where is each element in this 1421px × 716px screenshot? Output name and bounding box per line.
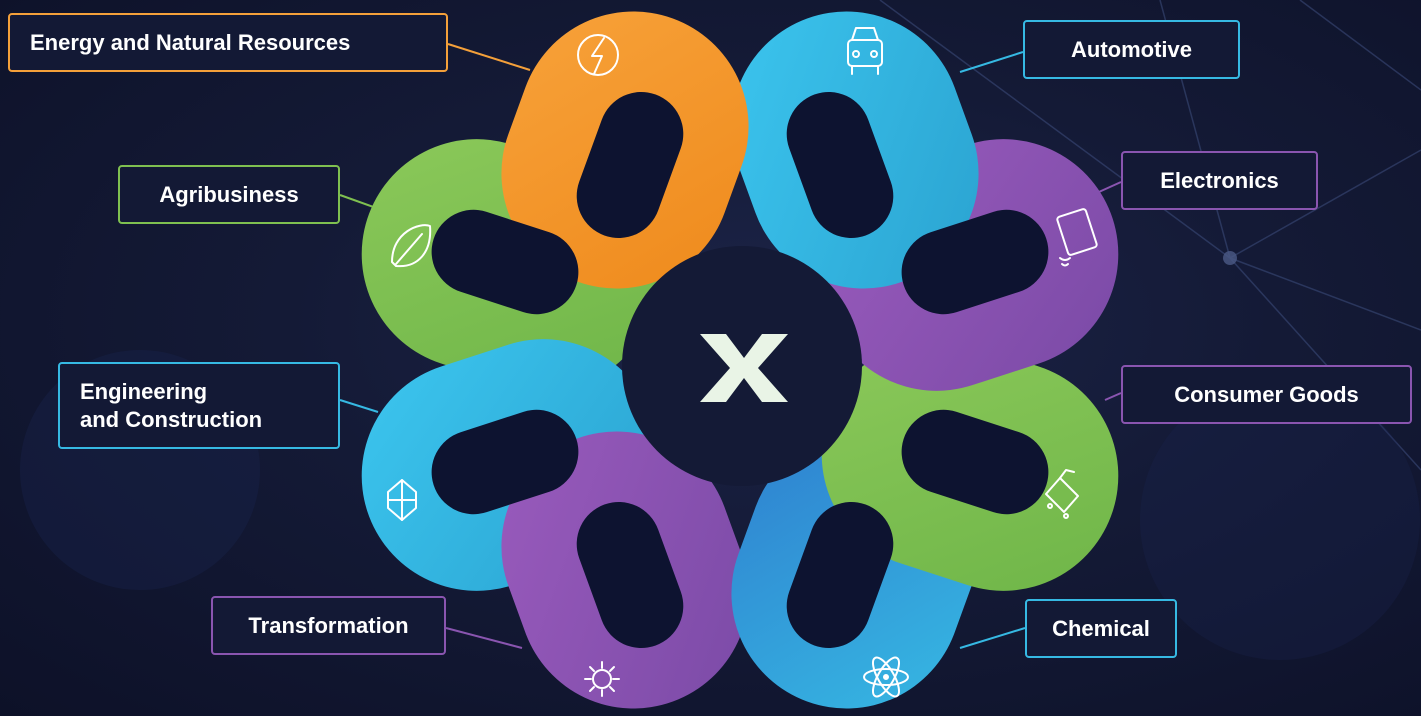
label-chemical-text: Chemical	[1052, 615, 1150, 641]
label-energy-natural-resources: Energy and Natural Resources	[8, 13, 448, 72]
cart-icon	[1045, 469, 1079, 519]
leaf-icon	[391, 224, 432, 268]
atom-icon	[863, 656, 909, 698]
label-agribusiness: Agribusiness	[118, 165, 340, 224]
label-engineering-line2: and Construction	[80, 406, 263, 432]
label-transformation-text: Transformation	[248, 612, 409, 638]
gear-icon	[584, 661, 620, 697]
connector-chemical	[959, 627, 1026, 649]
label-agribusiness-text: Agribusiness	[159, 181, 299, 207]
tablet-icon	[1056, 208, 1098, 267]
label-transformation: Transformation	[211, 596, 446, 655]
car-icon	[847, 27, 883, 75]
label-energy-text: Energy and Natural Resources	[30, 29, 351, 55]
label-electronics: Electronics	[1121, 151, 1318, 210]
building-icon	[387, 479, 417, 521]
connector-energy	[447, 43, 531, 71]
label-engineering-construction: Engineering and Construction	[58, 362, 340, 449]
label-electronics-text: Electronics	[1160, 167, 1279, 193]
connector-automotive	[959, 51, 1024, 73]
label-engineering-line1: Engineering	[80, 379, 208, 404]
label-consumer-goods: Consumer Goods	[1121, 365, 1412, 424]
connector-consumer	[1104, 392, 1122, 401]
label-automotive-text: Automotive	[1071, 36, 1192, 62]
connector-engineering	[339, 399, 379, 413]
label-chemical: Chemical	[1025, 599, 1177, 658]
connector-transformation	[445, 627, 523, 649]
label-consumer-goods-text: Consumer Goods	[1174, 381, 1359, 407]
lightning-icon	[577, 34, 619, 76]
x-logo-icon	[700, 334, 788, 402]
label-automotive: Automotive	[1023, 20, 1240, 79]
